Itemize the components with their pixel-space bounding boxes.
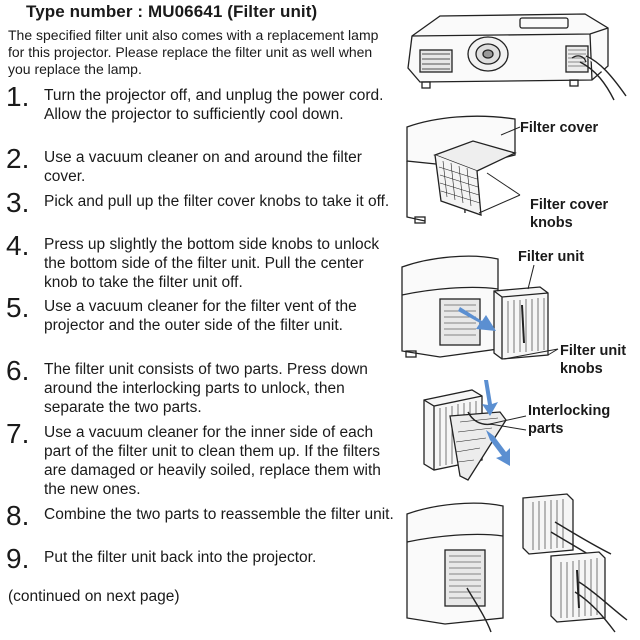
- step-text: Turn the projector off, and unplug the p…: [44, 87, 384, 123]
- step-number: 5.: [6, 292, 30, 323]
- callout-filter-cover-knobs: Filter cover knobs: [530, 197, 609, 231]
- step-text: Press up slightly the bottom side knobs …: [44, 236, 380, 291]
- step-text: Pick and pull up the filter cover knobs …: [44, 193, 390, 210]
- step-number: 9.: [6, 543, 30, 574]
- step-text: Combine the two parts to reassemble the …: [44, 506, 394, 523]
- step-number: 7.: [6, 418, 30, 449]
- continued-note: (continued on next page): [8, 588, 180, 605]
- callout-filter-unit: Filter unit: [518, 249, 585, 265]
- filter-unit-illustration: [401, 255, 559, 360]
- step-number: 6.: [6, 355, 30, 386]
- step-number: 8.: [6, 500, 30, 531]
- step-text: Use a vacuum cleaner for the inner side …: [44, 424, 381, 498]
- intro-paragraph: The specified filter unit also comes wit…: [8, 27, 379, 77]
- step-text: Put the filter unit back into the projec…: [44, 549, 317, 566]
- step-text: Use a vacuum cleaner for the filter vent…: [44, 298, 357, 334]
- callout-filter-cover: Filter cover: [520, 120, 599, 136]
- step-text: Use a vacuum cleaner on and around the f…: [44, 149, 362, 185]
- interlocking-illustration: [423, 380, 527, 481]
- page-title: Type number : MU06641 (Filter unit): [26, 2, 318, 21]
- step-number: 2.: [6, 143, 30, 174]
- reassemble-illustration: [406, 493, 628, 633]
- projector-illustration: [407, 13, 627, 101]
- step-number: 3.: [6, 187, 30, 218]
- step-text: The filter unit consists of two parts. P…: [44, 361, 368, 416]
- step-number: 4.: [6, 230, 30, 261]
- callout-filter-unit-knobs: Filter unit knobs: [560, 343, 627, 377]
- callout-interlocking-parts: Interlocking parts: [528, 403, 611, 437]
- filter-cover-illustration: [406, 115, 521, 224]
- step-number: 1.: [6, 81, 30, 112]
